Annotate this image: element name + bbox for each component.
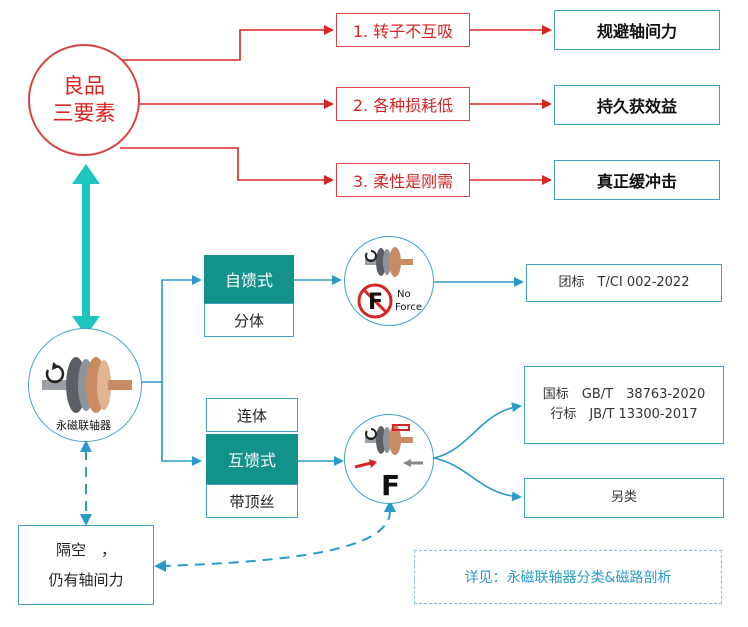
mutual-feedback-top: 连体 bbox=[206, 398, 298, 432]
force-to-other-connector bbox=[433, 457, 522, 502]
other-box: 另类 bbox=[524, 478, 724, 518]
good-product-line1: 良品 bbox=[63, 74, 105, 98]
isolation-line1: 隔空 ， bbox=[55, 541, 116, 559]
dashed-force-isolation bbox=[161, 509, 392, 567]
mutual-feedback-title: 互馈式 bbox=[206, 434, 298, 484]
branch-connector-mutual bbox=[161, 382, 202, 466]
requirement-box-2: 2. 各种损耗低 bbox=[336, 87, 470, 121]
mutual-feedback-sub: 带顶丝 bbox=[206, 484, 298, 518]
result-box-2: 持久获效益 bbox=[554, 85, 720, 125]
dashed-arrow-down-head bbox=[80, 514, 92, 526]
no-force-illustration: F No Force bbox=[357, 247, 422, 319]
isolation-line2: 仍有轴间力 bbox=[48, 571, 124, 589]
result-box-1: 规避轴间力 bbox=[554, 10, 720, 50]
result-box-3: 真正缓冲击 bbox=[554, 160, 720, 200]
no-force-letter: F bbox=[368, 290, 383, 315]
dashed-arrow-force-head bbox=[384, 500, 396, 512]
self-standard-box: 团标 T/CI 002-2022 bbox=[526, 264, 722, 302]
force-illustration: F bbox=[354, 424, 423, 502]
dashed-arrow-up-head bbox=[80, 440, 92, 452]
requirement-box-3: 3. 柔性是刚需 bbox=[336, 163, 470, 197]
reference-note: 详见：永磁联轴器分类&磁路剖析 bbox=[414, 550, 722, 604]
dashed-arrow-isolation-head bbox=[154, 560, 166, 572]
teal-arrow-head-down bbox=[72, 316, 100, 336]
no-force-line1: No bbox=[397, 289, 411, 300]
good-product-line2: 三要素 bbox=[52, 101, 116, 125]
requirement-box-1: 1. 转子不互吸 bbox=[336, 13, 470, 47]
force-circle: F bbox=[344, 414, 434, 504]
self-standard-text: 团标 T/CI 002-2022 bbox=[558, 275, 690, 290]
self-feedback-title: 自馈式 bbox=[204, 255, 294, 303]
isolation-box: 隔空 ， 仍有轴间力 bbox=[18, 525, 154, 605]
req-connector-3 bbox=[120, 147, 334, 185]
force-letter: F bbox=[381, 469, 400, 502]
teal-arrow-head-up bbox=[72, 164, 100, 184]
coupling-device-label: 永磁联轴器 bbox=[56, 419, 111, 432]
good-product-circle: 良品 三要素 bbox=[28, 44, 140, 156]
mutual-standard-box: 国标 GB/T 38763-2020 行标 JB/T 13300-2017 bbox=[524, 366, 724, 444]
other-text: 另类 bbox=[610, 490, 637, 505]
mutual-standard-line2: 行标 JB/T 13300-2017 bbox=[550, 407, 698, 422]
self-feedback-sub: 分体 bbox=[204, 303, 294, 337]
coupling-icon bbox=[42, 357, 132, 413]
mutual-standard-line1: 国标 GB/T 38763-2020 bbox=[542, 387, 706, 402]
branch-connector-self bbox=[142, 275, 202, 383]
req-connector-1 bbox=[120, 25, 334, 61]
no-force-circle: F No Force bbox=[344, 236, 434, 326]
force-to-standard-connector bbox=[433, 402, 522, 459]
no-force-line2: Force bbox=[395, 302, 422, 313]
coupling-device-circle: 永磁联轴器 bbox=[28, 328, 142, 442]
